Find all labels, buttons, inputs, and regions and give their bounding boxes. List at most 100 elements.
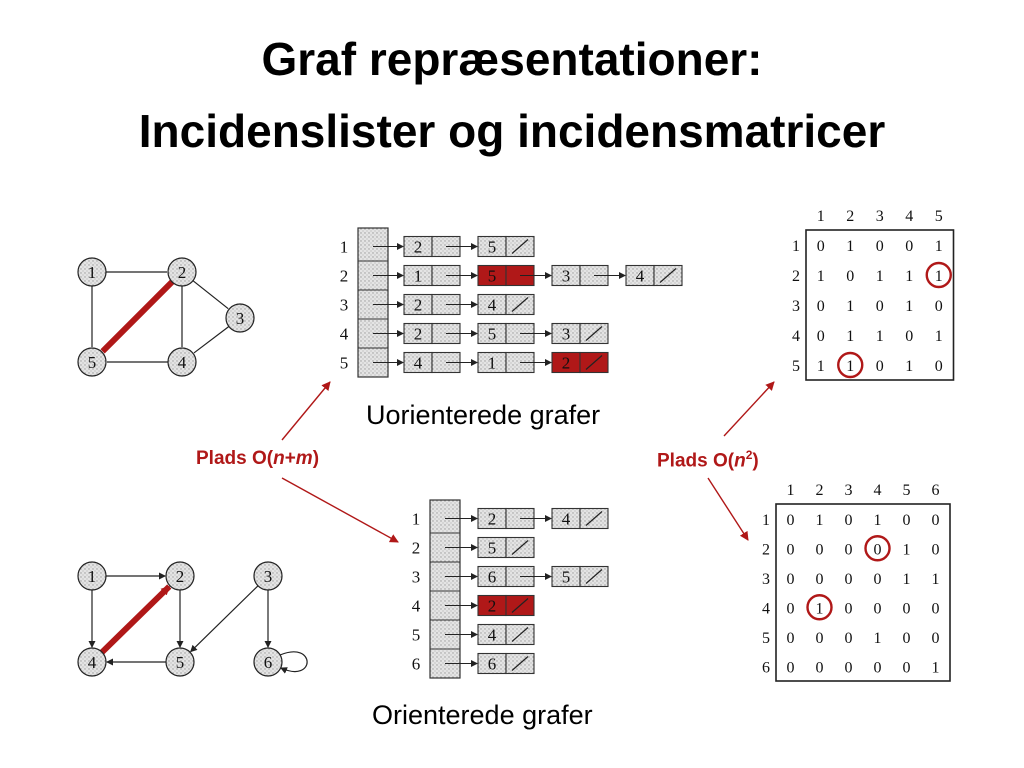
ul-cell-label-1-5: 5 xyxy=(488,238,497,257)
arrow-list-to-directed xyxy=(281,477,399,543)
ug-edge-3-4 xyxy=(193,325,230,354)
dl-cell-label-3-6: 6 xyxy=(488,568,497,587)
ul-vertex-array xyxy=(357,227,389,378)
dl-cell-label-5-4: 4 xyxy=(488,626,497,645)
ul-cell-label-2-1: 1 xyxy=(414,267,423,286)
dg-node-5 xyxy=(165,647,195,677)
dm-cell-6-6: 1 xyxy=(932,659,940,676)
dm-cell-2-6: 0 xyxy=(932,541,940,558)
ug-node-label-3: 3 xyxy=(236,309,245,328)
dl-cell-label-3-5: 5 xyxy=(562,568,571,587)
um-row-header-1: 1 xyxy=(792,238,800,255)
dg-node-6 xyxy=(253,647,283,677)
dl-row-label-6: 6 xyxy=(412,655,421,674)
dm-cell-4-2: 1 xyxy=(816,600,824,617)
um-cell-4-3: 1 xyxy=(876,328,884,345)
space-matrix-var-n: n xyxy=(734,450,746,472)
dm-cell-5-1: 0 xyxy=(787,630,795,647)
slide-title-line2: Incidenslister og incidensmatricer xyxy=(138,105,886,157)
ul-cell-label-2-5: 5 xyxy=(488,267,497,286)
dm-cell-3-1: 0 xyxy=(787,571,795,588)
dl-null-slash xyxy=(511,656,529,671)
pointer-arrows xyxy=(281,381,775,543)
dm-cell-1-2: 1 xyxy=(816,512,824,529)
caption-undirected: Uorienterede grafer xyxy=(366,400,601,430)
um-cell-5-4: 1 xyxy=(905,358,913,375)
um-cell-2-2: 0 xyxy=(846,268,854,285)
um-cell-4-5: 1 xyxy=(935,328,943,345)
um-col-header-3: 3 xyxy=(876,208,884,225)
um-cell-1-5: 1 xyxy=(935,238,943,255)
space-list-label: Plads O(n+m) xyxy=(196,448,319,470)
ug-node-2 xyxy=(167,257,197,287)
um-cell-3-5: 0 xyxy=(935,298,943,315)
dg-node-label-3: 3 xyxy=(264,567,273,586)
ul-null-slash xyxy=(511,239,529,254)
dm-cell-3-5: 1 xyxy=(903,571,911,588)
um-cell-4-2: 1 xyxy=(846,328,854,345)
ul-null-slash xyxy=(585,355,603,370)
dm-cell-5-2: 0 xyxy=(816,630,824,647)
dl-cell-label-1-4: 4 xyxy=(562,510,571,529)
um-cell-4-1: 0 xyxy=(817,328,825,345)
dm-cell-2-3: 0 xyxy=(845,541,853,558)
dg-edge-3-5 xyxy=(190,585,259,653)
dl-vertex-array xyxy=(429,499,461,679)
um-row-header-4: 4 xyxy=(792,328,800,345)
dm-row-header-5: 5 xyxy=(762,630,770,647)
dg-node-3 xyxy=(253,561,283,591)
ul-cell-label-4-2: 2 xyxy=(414,325,423,344)
dl-cell-label-6-6: 6 xyxy=(488,655,497,674)
um-cell-2-5: 1 xyxy=(935,268,943,285)
dg-node-1 xyxy=(77,561,107,591)
dl-row-label-3: 3 xyxy=(412,568,421,587)
dm-cell-3-3: 0 xyxy=(845,571,853,588)
ug-node-4 xyxy=(167,347,197,377)
um-col-header-4: 4 xyxy=(905,208,913,225)
dm-cell-5-6: 0 xyxy=(932,630,940,647)
space-list-prefix: Plads O( xyxy=(196,448,274,469)
ug-edge-2-5 xyxy=(100,279,175,354)
caption-directed: Orienterede grafer xyxy=(372,700,593,730)
um-cell-4-4: 0 xyxy=(905,328,913,345)
dg-node-label-2: 2 xyxy=(176,567,185,586)
dm-cell-2-2: 0 xyxy=(816,541,824,558)
dm-cell-6-3: 0 xyxy=(845,659,853,676)
ul-row-label-5: 5 xyxy=(340,354,349,373)
um-cell-2-4: 1 xyxy=(905,268,913,285)
um-cell-5-1: 1 xyxy=(817,358,825,375)
dm-cell-1-5: 0 xyxy=(903,512,911,529)
um-col-header-2: 2 xyxy=(846,208,854,225)
slide-title-line1: Graf repræsentationer: xyxy=(261,33,763,85)
dl-null-slash xyxy=(585,569,603,584)
dg-node-2 xyxy=(165,561,195,591)
space-list-suffix: ) xyxy=(312,448,320,469)
ug-node-label-1: 1 xyxy=(88,263,97,282)
dm-cell-2-4: 0 xyxy=(874,541,882,558)
ul-null-slash xyxy=(511,297,529,312)
dm-cell-5-3: 0 xyxy=(845,630,853,647)
arrow-list-to-undirected xyxy=(281,381,331,441)
dm-cell-1-3: 0 xyxy=(845,512,853,529)
ug-node-label-5: 5 xyxy=(88,353,97,372)
um-cell-5-5: 0 xyxy=(935,358,943,375)
dm-cell-1-1: 0 xyxy=(787,512,795,529)
um-cell-2-3: 1 xyxy=(876,268,884,285)
dg-node-label-5: 5 xyxy=(176,653,185,672)
um-circle-highlight xyxy=(837,351,864,379)
um-cell-1-2: 1 xyxy=(846,238,854,255)
um-border xyxy=(805,229,955,381)
space-list-plus: + xyxy=(284,448,296,469)
um-cell-3-4: 1 xyxy=(905,298,913,315)
ug-node-label-2: 2 xyxy=(178,263,187,282)
ul-row-label-2: 2 xyxy=(340,267,349,286)
ul-cell-label-5-2: 2 xyxy=(562,354,571,373)
dm-cell-6-4: 0 xyxy=(874,659,882,676)
dm-circle-highlight xyxy=(806,594,833,621)
dm-cell-3-4: 0 xyxy=(874,571,882,588)
um-cell-3-3: 0 xyxy=(876,298,884,315)
dl-row-label-1: 1 xyxy=(412,510,421,529)
dl-cell-label-2-5: 5 xyxy=(488,539,497,558)
